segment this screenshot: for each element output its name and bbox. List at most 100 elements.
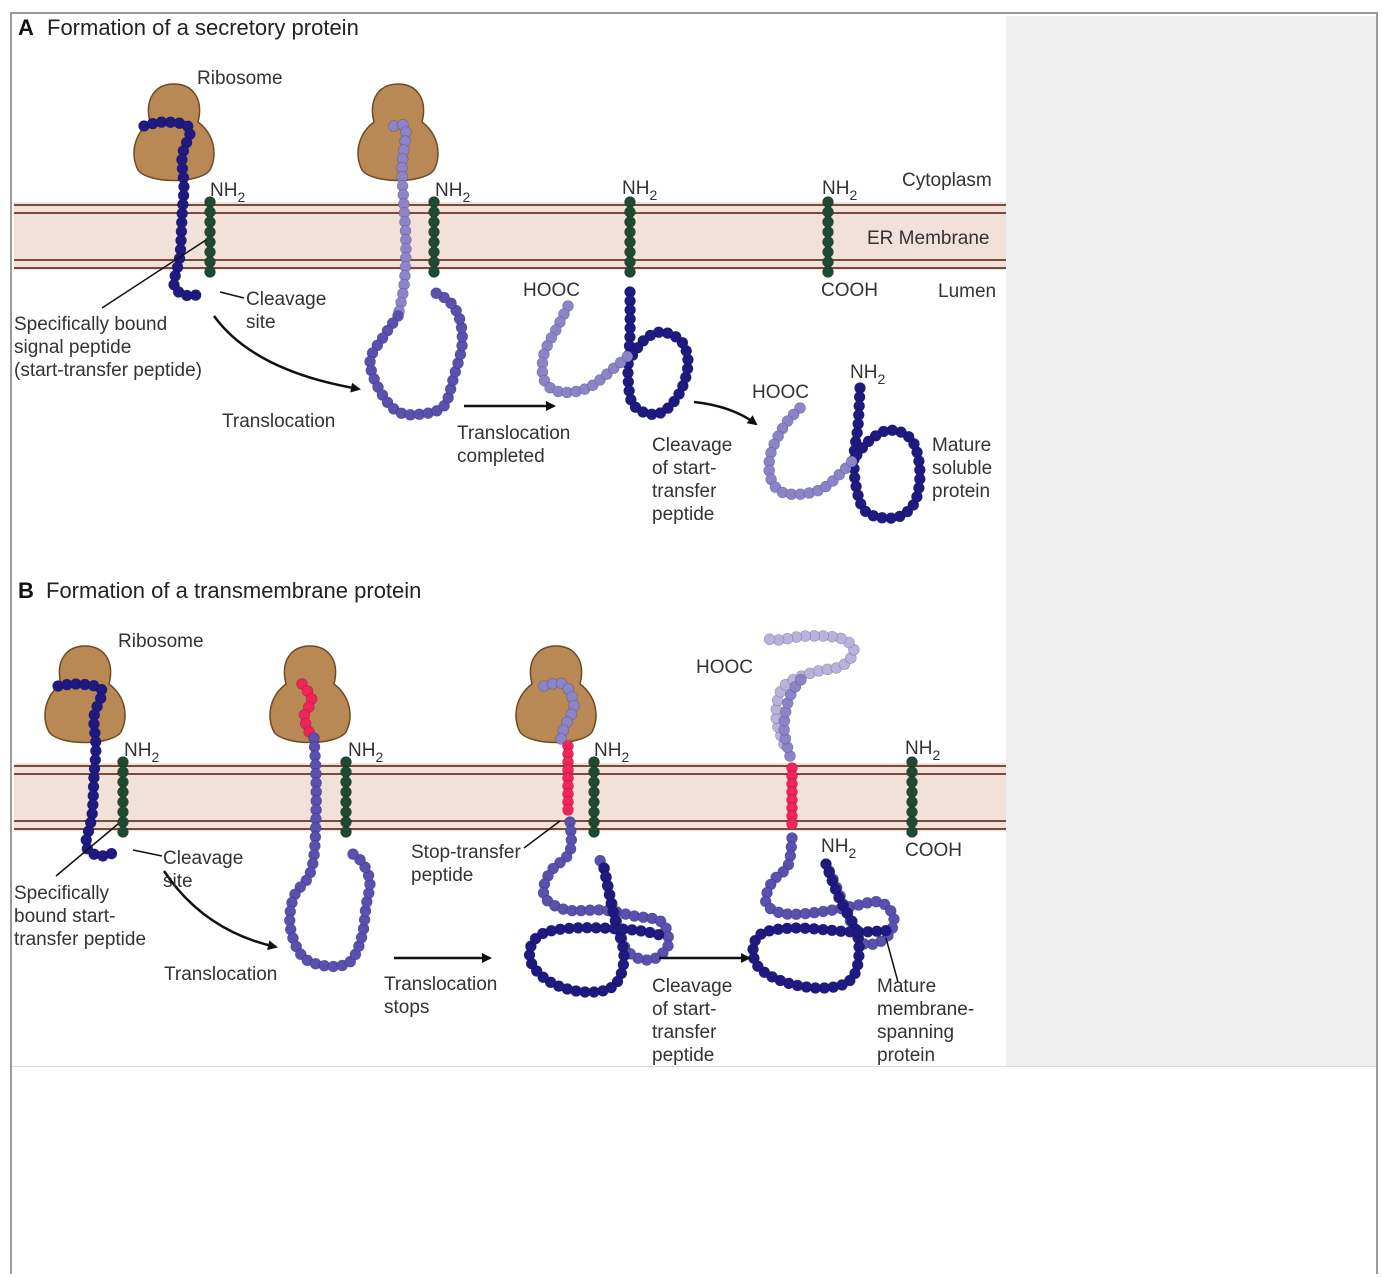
lumen-label: Lumen	[938, 281, 996, 302]
residue-bead	[341, 807, 352, 818]
mature-soluble-label: Mature soluble protein	[932, 435, 998, 502]
nh2-label: NH	[594, 740, 621, 761]
residue-bead	[625, 227, 636, 238]
cooh-label-a: COOH	[821, 280, 878, 301]
nh2-label: NH	[821, 836, 848, 857]
residue-bead	[823, 237, 834, 248]
nh2-subscript: 2	[375, 749, 383, 765]
chain-a2-loop	[365, 288, 468, 421]
hooc-label-a2: HOOC	[752, 382, 809, 403]
residue-bead	[764, 634, 775, 645]
residue-bead	[205, 237, 216, 248]
nh2-subscript: 2	[151, 749, 159, 765]
residue-bead	[625, 217, 636, 228]
residue-bead	[118, 767, 129, 778]
residue-bead	[205, 217, 216, 228]
svg-text:NH2: NH2	[435, 180, 470, 205]
cytoplasm-label: Cytoplasm	[902, 170, 992, 191]
chain-a5-light	[764, 403, 857, 500]
svg-text:NH2: NH2	[124, 740, 159, 765]
residue-bead	[341, 827, 352, 838]
residue-bead	[341, 817, 352, 828]
residue-bead	[823, 247, 834, 258]
er-membrane-label: ER Membrane	[867, 228, 990, 249]
er-membrane-a	[14, 202, 1006, 270]
residue-bead	[205, 207, 216, 218]
chain-a3-light	[537, 301, 633, 398]
residue-bead	[205, 267, 216, 278]
residue-bead	[907, 767, 918, 778]
ribosome-b3	[516, 646, 596, 743]
nh2-subscript: 2	[237, 189, 245, 205]
signal-peptide-label: Specifically bound signal peptide (start…	[14, 314, 202, 381]
divider	[12, 1066, 1376, 1067]
ribosome-label-a: Ribosome	[197, 68, 283, 89]
mature-membrane-label: Mature membrane- spanning protein	[877, 976, 979, 1066]
residue-bead	[823, 257, 834, 268]
residue-bead	[823, 267, 834, 278]
chain-a5-dark	[848, 383, 925, 524]
start-transfer-label: Specifically bound start- transfer pepti…	[14, 883, 146, 950]
nh2-label: NH	[124, 740, 151, 761]
nh2-subscript: 2	[462, 189, 470, 205]
chain-a3-dark	[622, 287, 693, 420]
translocation-label-a: Translocation	[222, 411, 335, 432]
residue-bead	[205, 227, 216, 238]
residue-bead	[341, 767, 352, 778]
ribosome-b1	[45, 646, 125, 743]
residue-bead	[589, 827, 600, 838]
nh2-label: NH	[348, 740, 375, 761]
residue-bead	[118, 797, 129, 808]
panel-a-letter: A	[18, 16, 34, 40]
residue-bead	[907, 807, 918, 818]
residue-bead	[823, 227, 834, 238]
residue-bead	[429, 227, 440, 238]
residue-bead	[589, 817, 600, 828]
residue-bead	[907, 787, 918, 798]
nh2-subscript: 2	[877, 371, 885, 387]
residue-bead	[118, 827, 129, 838]
nh2-subscript: 2	[848, 845, 856, 861]
residue-bead	[907, 777, 918, 788]
residue-bead	[625, 257, 636, 268]
residue-bead	[907, 817, 918, 828]
panel-a-title: Formation of a secretory protein	[47, 16, 359, 40]
residue-bead	[622, 351, 633, 362]
diagram-svg: A Formation of a secretory protein Ribos…	[14, 16, 1006, 1066]
chain-b4-dark	[748, 859, 892, 994]
nh2-label: NH	[210, 180, 237, 201]
nh2-label: NH	[822, 178, 849, 199]
residue-bead	[341, 777, 352, 788]
cleavage-site-label-b: Cleavage site	[163, 848, 249, 892]
svg-text:NH2: NH2	[348, 740, 383, 765]
residue-bead	[625, 247, 636, 258]
svg-text:NH2: NH2	[850, 362, 885, 387]
residue-bead	[118, 777, 129, 788]
residue-bead	[341, 787, 352, 798]
residue-bead	[205, 257, 216, 268]
translocation-label-b: Translocation	[164, 964, 277, 985]
chain-b4-pale	[764, 630, 859, 749]
stop-transfer-b3	[563, 741, 574, 816]
residue-bead	[625, 267, 636, 278]
residue-bead	[787, 819, 798, 830]
ribosome-a1	[134, 84, 214, 181]
cleavage-site-label-a: Cleavage site	[246, 289, 332, 333]
hooc-label-a1: HOOC	[523, 280, 580, 301]
translocation-completed-label: Translocation completed	[457, 423, 576, 467]
residue-bead	[653, 929, 664, 940]
nh2-subscript: 2	[849, 187, 857, 203]
residue-bead	[429, 257, 440, 268]
ribosome-label-b: Ribosome	[118, 631, 204, 652]
residue-bead	[589, 777, 600, 788]
residue-bead	[341, 797, 352, 808]
residue-bead	[429, 207, 440, 218]
residue-bead	[429, 267, 440, 278]
cooh-label-b: COOH	[905, 840, 962, 861]
arrow-cleavage-a	[694, 402, 756, 424]
residue-bead	[429, 247, 440, 258]
residue-bead	[118, 817, 129, 828]
nh2-subscript: 2	[649, 187, 657, 203]
residue-bead	[589, 807, 600, 818]
residue-bead	[118, 807, 129, 818]
